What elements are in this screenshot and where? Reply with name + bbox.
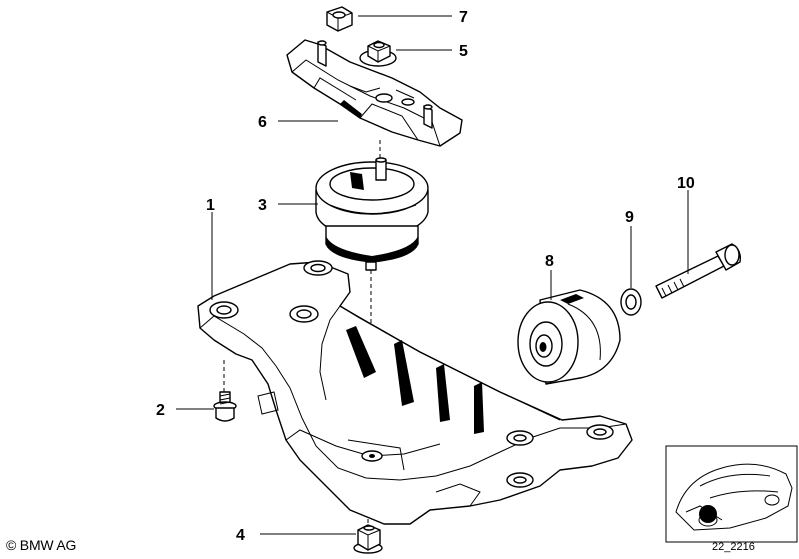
callout-3[interactable]: 3	[258, 197, 267, 214]
callout-9[interactable]: 9	[625, 209, 634, 226]
location-marker-dot	[699, 505, 717, 523]
callout-6[interactable]: 6	[258, 114, 267, 131]
part-9-washer[interactable]	[620, 288, 642, 316]
diagram-reference-number: 22_2216	[712, 541, 755, 553]
part-5-flange-nut[interactable]	[359, 40, 397, 67]
callout-8[interactable]: 8	[545, 253, 554, 270]
copyright-text: © BMW AG	[6, 537, 77, 553]
callout-10[interactable]: 10	[677, 175, 695, 192]
callout-7[interactable]: 7	[459, 9, 468, 26]
callout-5[interactable]: 5	[459, 43, 468, 60]
part-4-nut[interactable]	[353, 524, 383, 554]
part-2-bolt[interactable]	[213, 391, 237, 422]
part-7-nut[interactable]	[326, 6, 353, 32]
part-3-engine-mount[interactable]	[315, 157, 429, 271]
callout-2[interactable]: 2	[156, 402, 165, 419]
part-10-bolt[interactable]	[655, 243, 742, 299]
part-6-bracket[interactable]	[286, 39, 463, 147]
vehicle-location-thumbnail	[665, 445, 798, 543]
part-8-bushing[interactable]	[517, 289, 621, 385]
callout-4[interactable]: 4	[236, 527, 245, 544]
callout-1[interactable]: 1	[206, 197, 215, 214]
part-1-engine-carrier[interactable]	[197, 260, 633, 525]
